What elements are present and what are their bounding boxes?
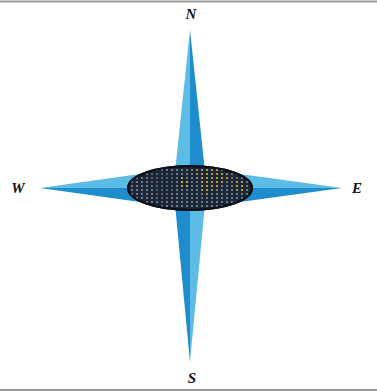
compass-letter: S: [188, 370, 196, 387]
frame-line: [0, 389, 377, 391]
compass-letter: W: [11, 180, 24, 197]
frame-line: [0, 1, 377, 3]
compass-letter: E: [352, 180, 362, 197]
globe: [128, 166, 252, 210]
star-points: [40, 30, 342, 362]
compass-letter: N: [186, 6, 197, 23]
